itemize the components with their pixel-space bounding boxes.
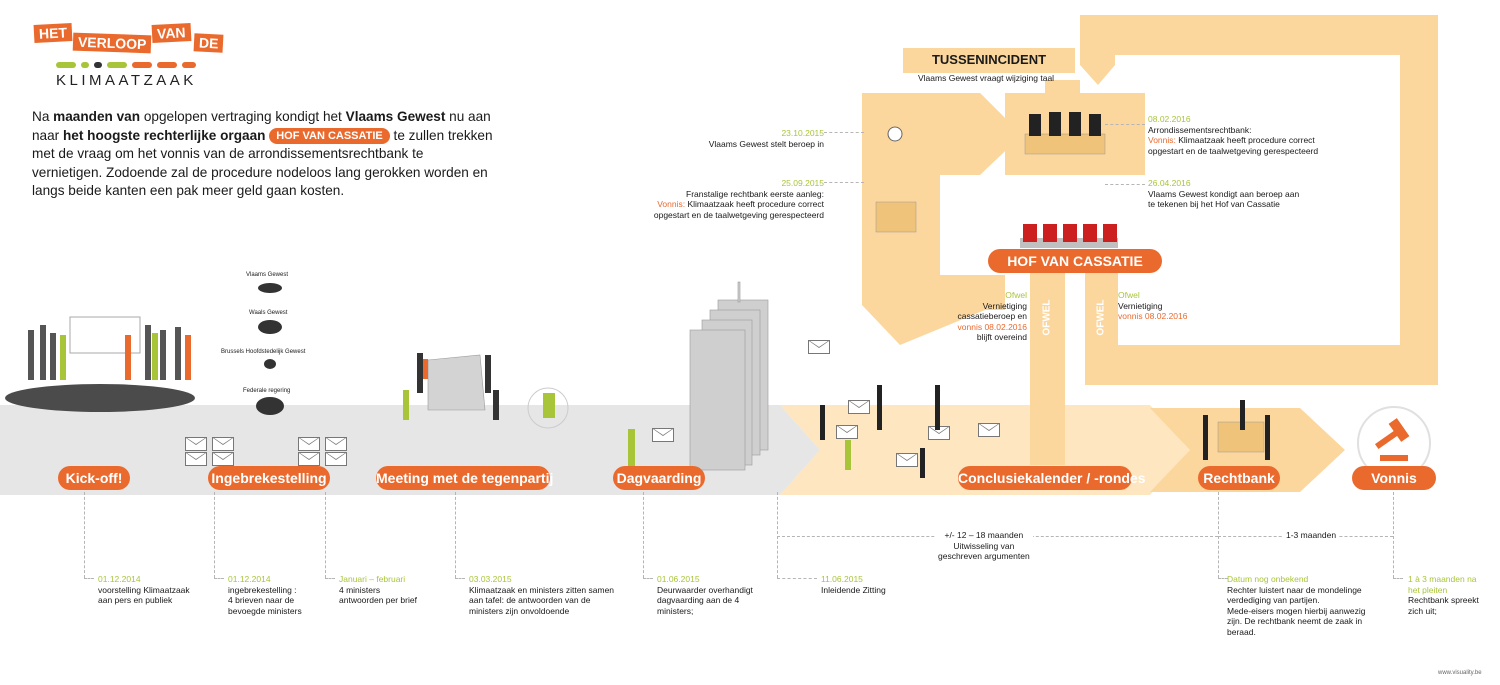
connector (777, 578, 817, 579)
intro-text: Na maanden van opgelopen vertraging kond… (32, 109, 493, 198)
building (689, 281, 769, 471)
connector (455, 492, 456, 578)
logo-klimaatzaak: KLIMAATZAAK (56, 72, 197, 89)
connector (325, 578, 335, 579)
logo-van: VAN (151, 23, 191, 43)
envelope-icon (896, 453, 918, 467)
envelope-icon (848, 400, 870, 414)
connector (325, 492, 326, 578)
ofwel-vertical-2: OFWEL (1095, 299, 1107, 336)
envelope-icon (298, 452, 320, 466)
stage-ingebrekestelling: Ingebrekestelling (208, 466, 330, 490)
gov-label-1: Vlaams Gewest (246, 272, 289, 278)
stage-vonnis: Vonnis (1352, 466, 1436, 490)
connector (643, 578, 653, 579)
connector (214, 492, 215, 578)
ofwel-vertical-1: OFWEL (1041, 299, 1053, 336)
conclusion-people (820, 385, 940, 478)
envelope-icon (808, 340, 830, 354)
connector (1393, 492, 1394, 578)
stage-meeting: Meeting met de tegenpartij (376, 466, 553, 490)
appeal-connector (1105, 184, 1145, 185)
connector (214, 578, 224, 579)
envelope-icon (978, 423, 1000, 437)
appeal-arrow-left (862, 93, 1020, 173)
meeting-people (403, 353, 569, 429)
appeal-down-1 (1030, 270, 1065, 465)
logo-de: DE (193, 33, 224, 53)
stage-rechtbank: Rechtbank (1198, 466, 1280, 490)
connector (455, 578, 465, 579)
stopwatch-icon (887, 126, 903, 142)
envelope-icon (212, 452, 234, 466)
meeting-table (427, 354, 486, 411)
appeal-connector (1105, 124, 1145, 125)
intro-hof-pill: HOF VAN CASSATIE (269, 127, 390, 144)
kickoff-people (28, 316, 191, 380)
connector (1218, 492, 1219, 578)
gov-label-4: Federale regering (243, 388, 291, 394)
envelope-icon (836, 425, 858, 439)
rechtbank-people (1203, 400, 1270, 460)
gavel-icon (1374, 418, 1410, 461)
envelope-icon (185, 437, 207, 451)
logo-het: HET (33, 23, 73, 43)
stage-kickoff: Kick-off! (58, 466, 130, 490)
logo-verloop: VERLOOP (72, 32, 152, 54)
stage-dagvaarding: Dagvaarding (613, 466, 705, 490)
envelope-icon (185, 452, 207, 466)
court-judges-top (1029, 112, 1101, 136)
appeal-down-2 (1085, 270, 1118, 380)
stage-conclusie: Conclusiekalender / -rondes (958, 466, 1146, 490)
hof-van-cassatie-pill: HOF VAN CASSATIE (988, 249, 1162, 273)
connector (643, 492, 644, 578)
crowd (5, 384, 195, 412)
court-bench-top (1024, 133, 1106, 155)
gov-label-3: Brussels Hoofdstedelijk Gewest (221, 349, 306, 355)
first-court-desk (875, 201, 917, 233)
appeal-connector (824, 132, 864, 133)
tussenincident-title: TUSSENINCIDENT (931, 52, 1047, 67)
connector (84, 492, 85, 578)
government-maps (256, 283, 284, 415)
envelope-icon (325, 452, 347, 466)
envelope-icon (298, 437, 320, 451)
gov-label-2: Waals Gewest (249, 310, 288, 316)
envelope-icon (212, 437, 234, 451)
court-bench-cass (1020, 238, 1118, 248)
tussenincident-sub: Vlaams Gewest vraagt wijziging taal (918, 73, 1055, 83)
credit: www.visuality.be (1438, 670, 1482, 676)
envelope-icon (325, 437, 347, 451)
duration-2: 1-3 maanden (1283, 530, 1340, 541)
logo-dots (56, 62, 196, 68)
cassatie-judges (1023, 224, 1117, 242)
connector (1393, 578, 1403, 579)
connector (84, 578, 94, 579)
tussenincident-box (903, 48, 1075, 73)
envelope-icon (652, 428, 674, 442)
appeal-connector (824, 182, 864, 183)
dagvaarding-person (628, 429, 635, 467)
connector (1218, 578, 1228, 579)
connector (777, 492, 778, 578)
